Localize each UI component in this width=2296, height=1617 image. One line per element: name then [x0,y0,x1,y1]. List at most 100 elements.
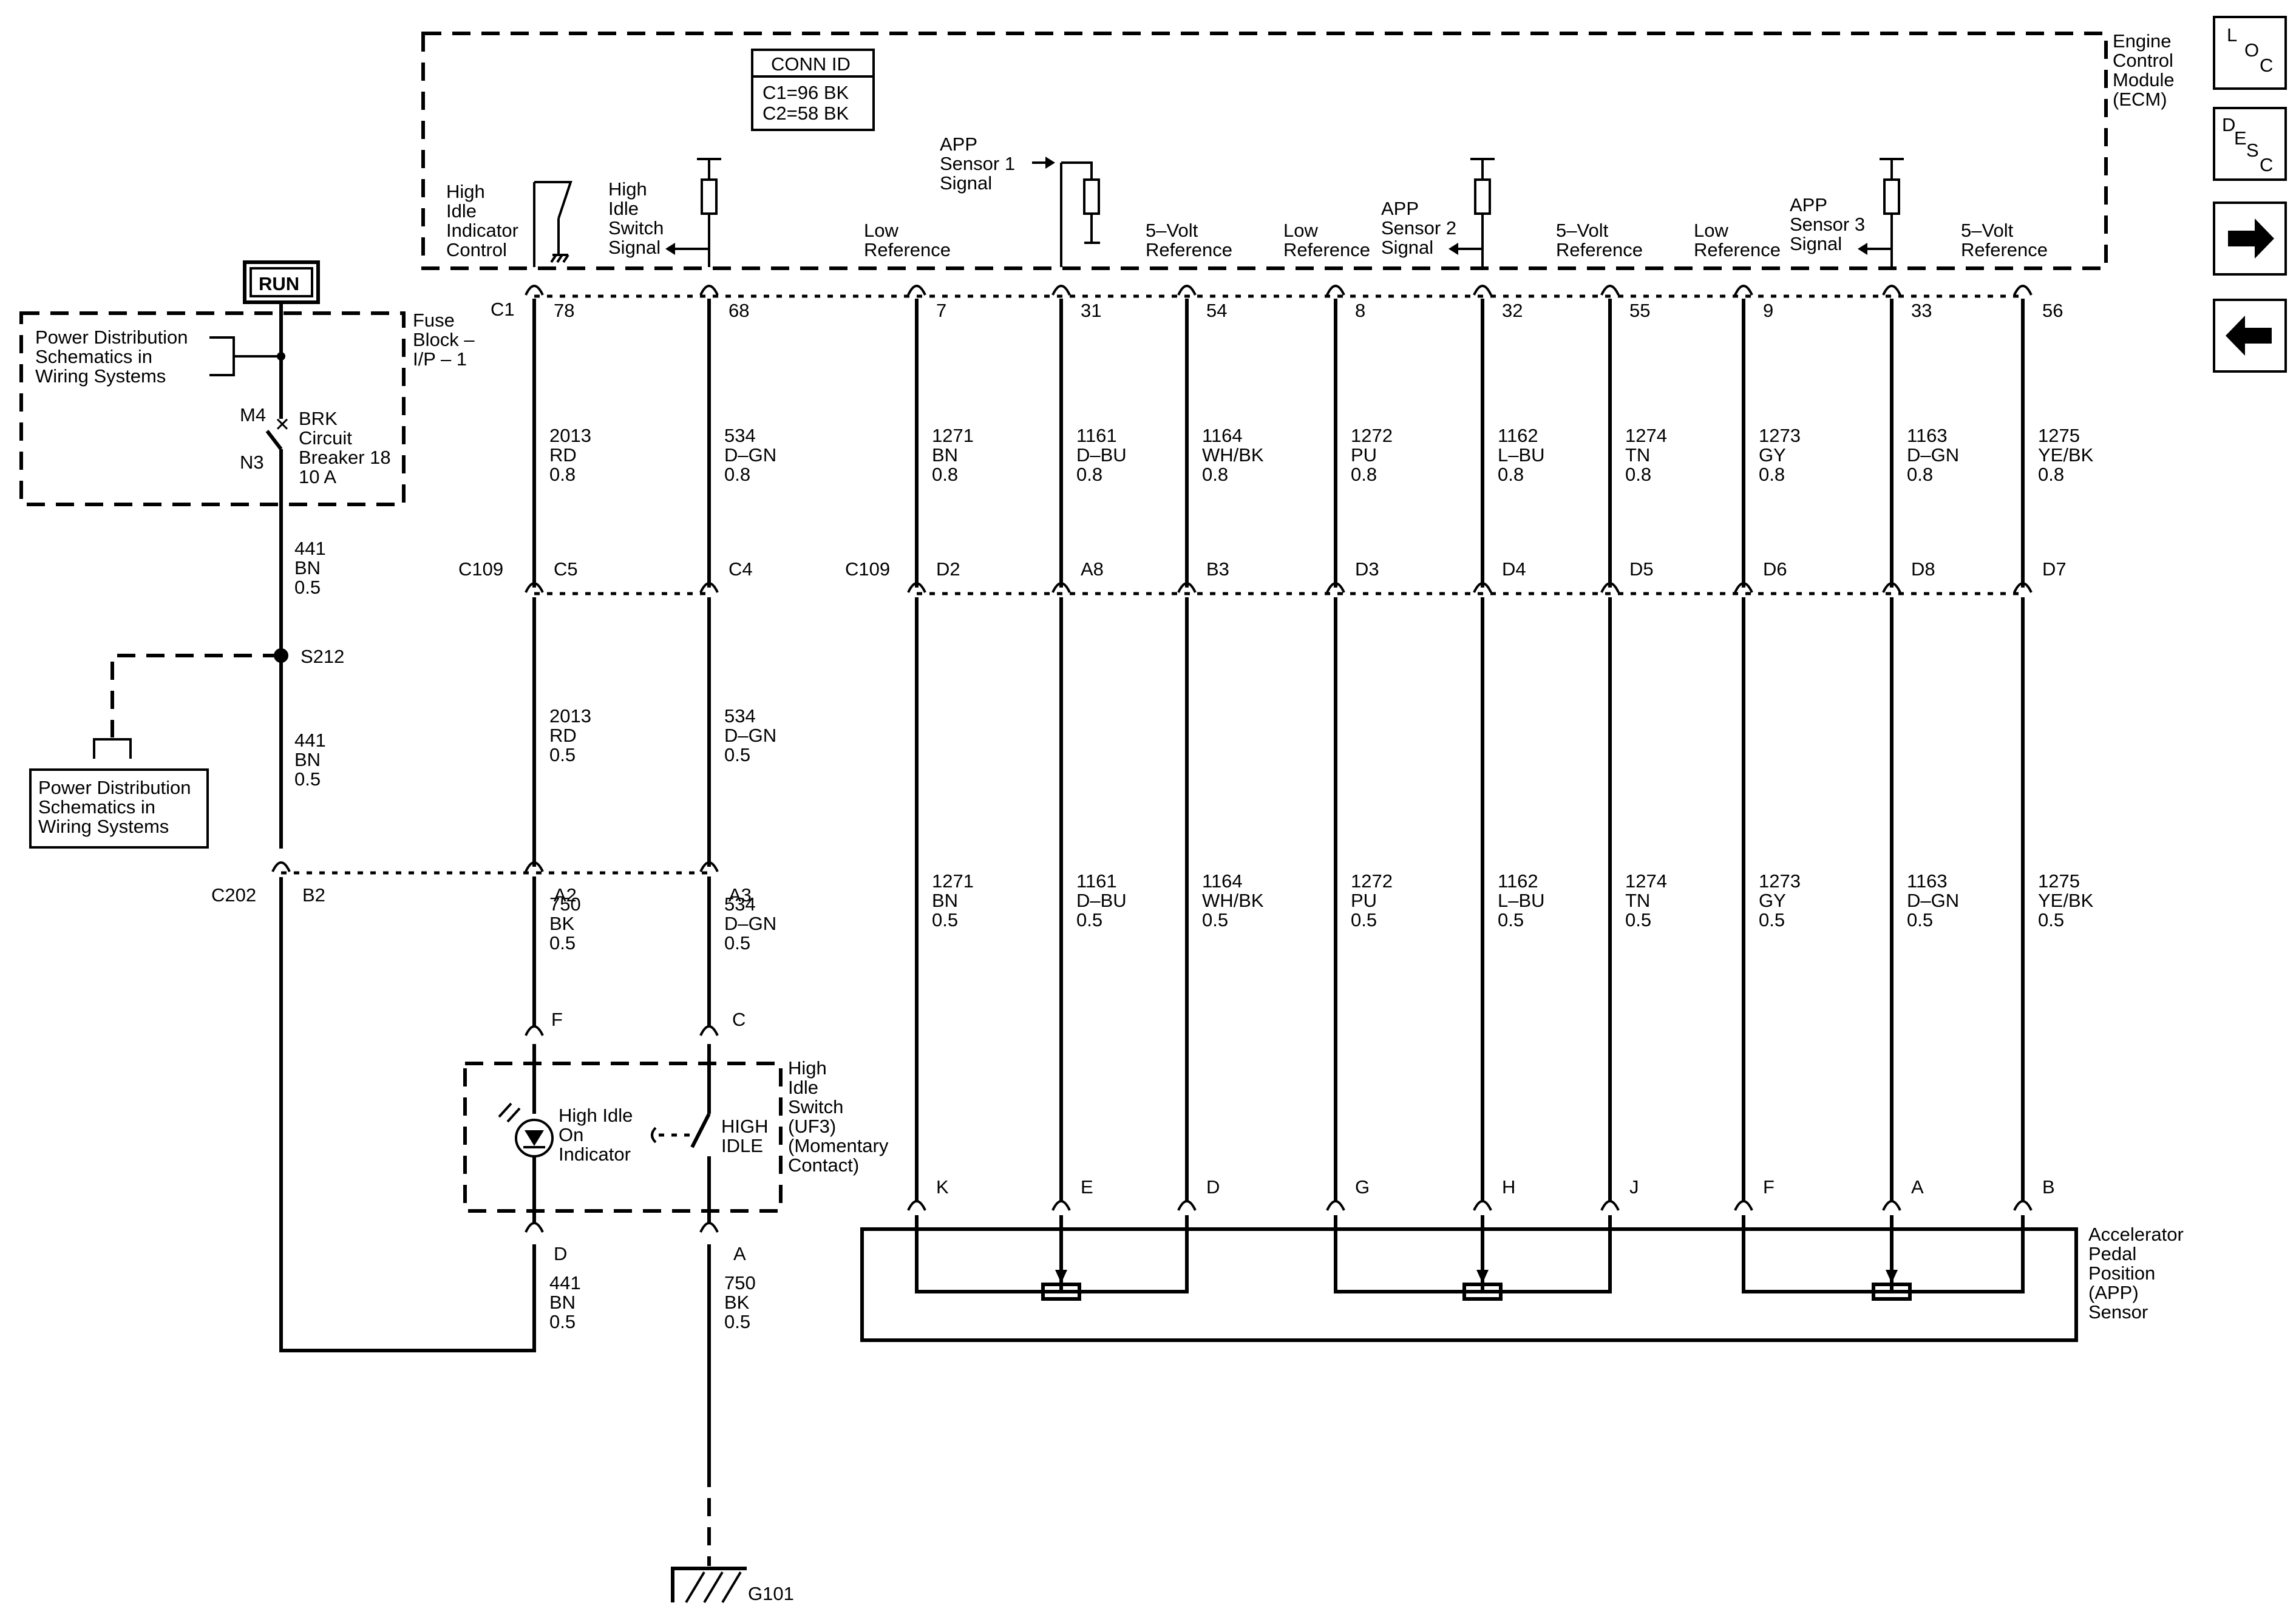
app2-label-3: Signal [1381,237,1433,258]
column-5-app-terminal [1177,1200,1197,1211]
column-5-c109-label: B3 [1206,558,1229,580]
five-volt-ref-3-label-1: 5–Volt [1961,220,2014,241]
ecm-label-1: Engine [2113,30,2172,52]
high-idle-indicator-label-4: Control [446,239,507,260]
breaker-label-1: BRK [299,408,338,429]
breaker-icon: ✕ [274,414,290,435]
column-8-c109-terminal [1600,582,1620,593]
column-6-app-pin-label: G [1355,1176,1370,1198]
column-9-wire-top-2: GY [1759,444,1786,466]
column-10-wire-top-1: 1163 [1907,425,1948,446]
resistor-icon [1872,1283,1912,1301]
column-11-wire-bot-3: 0.5 [2038,909,2064,931]
column-4-wire-bot-1: 1161 [1076,870,1117,892]
column-2-wire-top-1: 534 [724,425,756,446]
switch-label-4: (UF3) [788,1116,836,1137]
column-3-ecm-terminal [907,285,926,296]
column-9-c109-label: D6 [1763,558,1787,580]
column-7-wire-bot-3: 0.5 [1498,909,1524,931]
column-4-app-pin-label: E [1081,1176,1093,1198]
column-10-ecm-terminal [1882,285,1901,296]
indicator-label-1: High Idle [559,1105,633,1126]
desc-letter-c: C [2260,154,2273,175]
switch-text-2: IDLE [721,1135,763,1156]
column-10-app-terminal [1882,1200,1901,1211]
ecm-module: Engine Control Module (ECM) CONN ID C1=9… [421,30,2175,270]
column-2-c109-terminal [699,582,719,593]
app1-label-1: APP [940,134,977,155]
column-4-c109-terminal [1051,582,1071,593]
column-8-pin-label: 55 [1629,300,1650,321]
high-idle-indicator-label-3: Indicator [446,220,518,241]
wire-441-a-1: 441 [294,538,326,559]
app1-label-2: Sensor 1 [940,153,1015,174]
wiper-arrow-icon [1886,1270,1898,1283]
column-8-wire-top-2: TN [1625,444,1650,466]
splice-label: S212 [301,646,344,667]
column-1-c202-label: A2 [554,884,577,906]
column-4-app-terminal [1051,1200,1071,1211]
column-1-wire-mid-3: 0.5 [549,744,576,765]
column-11-c109-terminal [2013,582,2033,593]
ecm-label-2: Control [2113,50,2173,71]
switch-label-1: High [788,1057,827,1079]
column-8-wire-bot-1: 1274 [1625,870,1667,892]
column-6-wire-top-2: PU [1351,444,1377,466]
app-sensor-label-2: Pedal [2088,1243,2136,1264]
low-ref-1-label-1: Low [864,220,898,241]
wiper-arrow-icon [1055,1270,1067,1283]
description-button[interactable]: D E S C [2213,107,2287,181]
column-1-c109-label: C5 [554,558,578,580]
ecm-label-4: (ECM) [2113,89,2167,110]
column-3-app-pin-label: K [936,1176,949,1198]
wire-441-a-3: 0.5 [294,577,321,598]
five-volt-ref-1-label-1: 5–Volt [1146,220,1198,241]
resistor-icon [1041,1283,1081,1301]
wiper-arrow-icon [1476,1270,1489,1283]
column-4-wire-top-1: 1161 [1076,425,1117,446]
column-7-c109-label: D4 [1502,558,1526,580]
wire-441-b-3: 0.5 [294,768,321,790]
column-3-c109-terminal [907,582,926,593]
ground-label: G101 [748,1583,794,1604]
column-11-wire-bot-2: YE/BK [2038,890,2094,911]
column-5-pin-label: 54 [1206,300,1227,321]
indicator-label-2: On [559,1124,583,1145]
location-button[interactable]: L O C [2213,16,2287,90]
column-1-wire-mid-1: 2013 [549,705,591,727]
column-1-switch-terminal [525,1025,544,1036]
column-9-ecm-terminal [1734,285,1753,296]
column-3-c109-label: D2 [936,558,960,580]
wire-a-2: BK [724,1292,750,1313]
column-10-wire-bot-1: 1163 [1907,870,1948,892]
m4-label: M4 [240,404,266,425]
back-button[interactable] [2213,299,2287,373]
forward-button[interactable] [2213,202,2287,276]
c202-label: C202 [211,884,256,906]
column-2-c202-terminal [699,861,719,872]
column-1-wire-low-2: BK [549,913,575,934]
desc-letter-e: E [2234,127,2247,149]
high-idle-switch-label-2: Idle [608,198,639,219]
column-11-pin-label: 56 [2042,300,2063,321]
column-4-pin-label: 31 [1081,300,1101,321]
column-6-ecm-terminal [1326,285,1345,296]
app2-label-1: APP [1381,198,1419,219]
fuse-block-boundary [19,311,406,506]
column-10-wire-top-2: D–GN [1907,444,1959,466]
breaker-label-2: Circuit [299,427,352,449]
column-5-ecm-terminal [1177,285,1197,296]
column-6-app-terminal [1326,1200,1345,1211]
column-2-ecm-terminal [699,285,719,296]
column-3-wire-bot-3: 0.5 [932,909,958,931]
high-idle-indicator-label-2: Idle [446,200,477,222]
pin-f-label: F [551,1009,563,1030]
column-1-switch-bottom-terminal [525,1222,544,1233]
column-2-wire-low-3: 0.5 [724,932,750,954]
column-8-app-pin-label: J [1629,1176,1639,1198]
column-2-wire-mid-1: 534 [724,705,756,727]
power-dist-box-2 [29,768,209,849]
column-4-c109-label: A8 [1081,558,1104,580]
